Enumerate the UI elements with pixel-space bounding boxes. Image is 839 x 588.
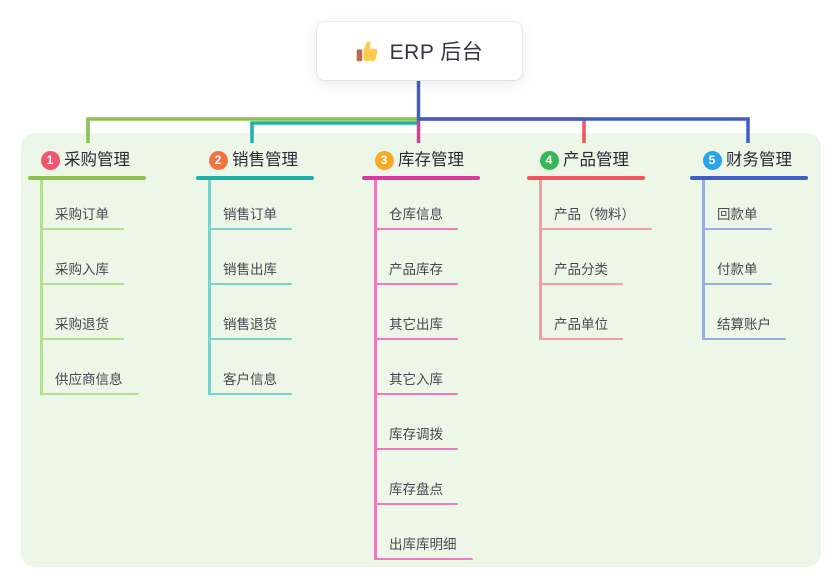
child-underline [539,338,623,340]
children-stem [374,180,377,560]
child-node[interactable]: 其它入库 [389,372,443,387]
branch-node-2[interactable]: 销售管理 [232,151,298,169]
child-underline [374,283,458,285]
branch-underline [28,176,146,180]
children-stem [40,180,43,395]
child-node[interactable]: 产品（物料） [554,207,635,222]
root-node-title: ERP 后台 [389,41,484,64]
child-underline [208,393,292,395]
child-underline [208,338,292,340]
child-node[interactable]: 客户信息 [223,372,277,387]
branch-node-4[interactable]: 产品管理 [563,151,629,169]
branch-underline [527,176,645,180]
child-node[interactable]: 出库库明细 [389,537,457,552]
child-underline [374,558,473,560]
child-node[interactable]: 销售出库 [223,262,277,277]
child-underline [374,338,458,340]
child-underline [40,283,124,285]
branch-badge: 2 [208,150,228,170]
branch-underline [690,176,808,180]
branch-underline [196,176,314,180]
branch-badge: 3 [374,150,394,170]
child-node[interactable]: 付款单 [717,262,758,277]
child-underline [374,228,458,230]
branch-badge: 5 [702,150,722,170]
child-underline [539,228,652,230]
child-underline [374,393,458,395]
child-node[interactable]: 结算账户 [717,317,771,332]
branches-panel [21,133,821,567]
child-underline [702,338,786,340]
branch-node-1[interactable]: 采购管理 [64,151,130,169]
child-node[interactable]: 销售订单 [223,207,277,222]
root-node[interactable]: ERP 后台 [317,22,522,80]
branch-badge: 4 [539,150,559,170]
child-underline [40,338,124,340]
branch-badge: 1 [40,150,60,170]
branch-node-3[interactable]: 库存管理 [398,151,464,169]
branch-node-5[interactable]: 财务管理 [726,151,792,169]
child-underline [702,283,772,285]
thumbs-up-icon [356,41,378,61]
children-stem [539,180,542,340]
child-node[interactable]: 其它出库 [389,317,443,332]
child-underline [40,228,124,230]
child-node[interactable]: 产品库存 [389,262,443,277]
child-underline [702,228,772,230]
child-underline [208,228,292,230]
child-node[interactable]: 供应商信息 [55,372,123,387]
child-node[interactable]: 仓库信息 [389,207,443,222]
child-node[interactable]: 库存调拨 [389,427,443,442]
child-underline [374,503,458,505]
child-node[interactable]: 采购退货 [55,317,109,332]
child-node[interactable]: 库存盘点 [389,482,443,497]
child-underline [208,283,292,285]
branch-underline [362,176,480,180]
child-node[interactable]: 回款单 [717,207,758,222]
child-node[interactable]: 采购订单 [55,207,109,222]
children-stem [702,180,705,340]
child-underline [40,393,139,395]
children-stem [208,180,211,395]
child-node[interactable]: 产品单位 [554,317,608,332]
child-node[interactable]: 销售退货 [223,317,277,332]
child-underline [374,448,458,450]
child-node[interactable]: 采购入库 [55,262,109,277]
child-underline [539,283,623,285]
child-node[interactable]: 产品分类 [554,262,608,277]
